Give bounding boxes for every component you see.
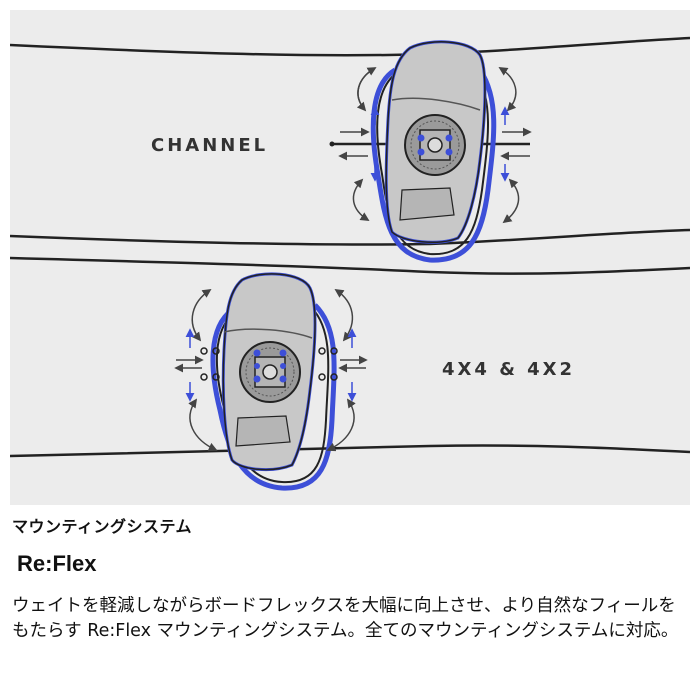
product-title: Re:Flex	[17, 551, 97, 576]
fourhole-adjust-arrows	[174, 289, 368, 452]
insert-holes	[200, 347, 338, 381]
board-edge-bottom	[10, 444, 690, 458]
product-description: ウェイトを軽減しながらボードフレックスを大幅に向上させ、より自然なフィールをもた…	[12, 596, 679, 641]
section-label: マウンティングシステム	[12, 517, 193, 536]
binding-channel	[370, 40, 497, 263]
board-edge-middle-upper	[10, 228, 690, 246]
channel-label: CHANNEL	[151, 135, 268, 156]
mounting-illustration: CHANNEL 4X4 & 4X2	[10, 10, 690, 505]
fourhole-label: 4X4 & 4X2	[442, 359, 575, 380]
board-edge-middle-lower	[10, 256, 690, 275]
channel-adjust-arrows	[338, 67, 532, 224]
